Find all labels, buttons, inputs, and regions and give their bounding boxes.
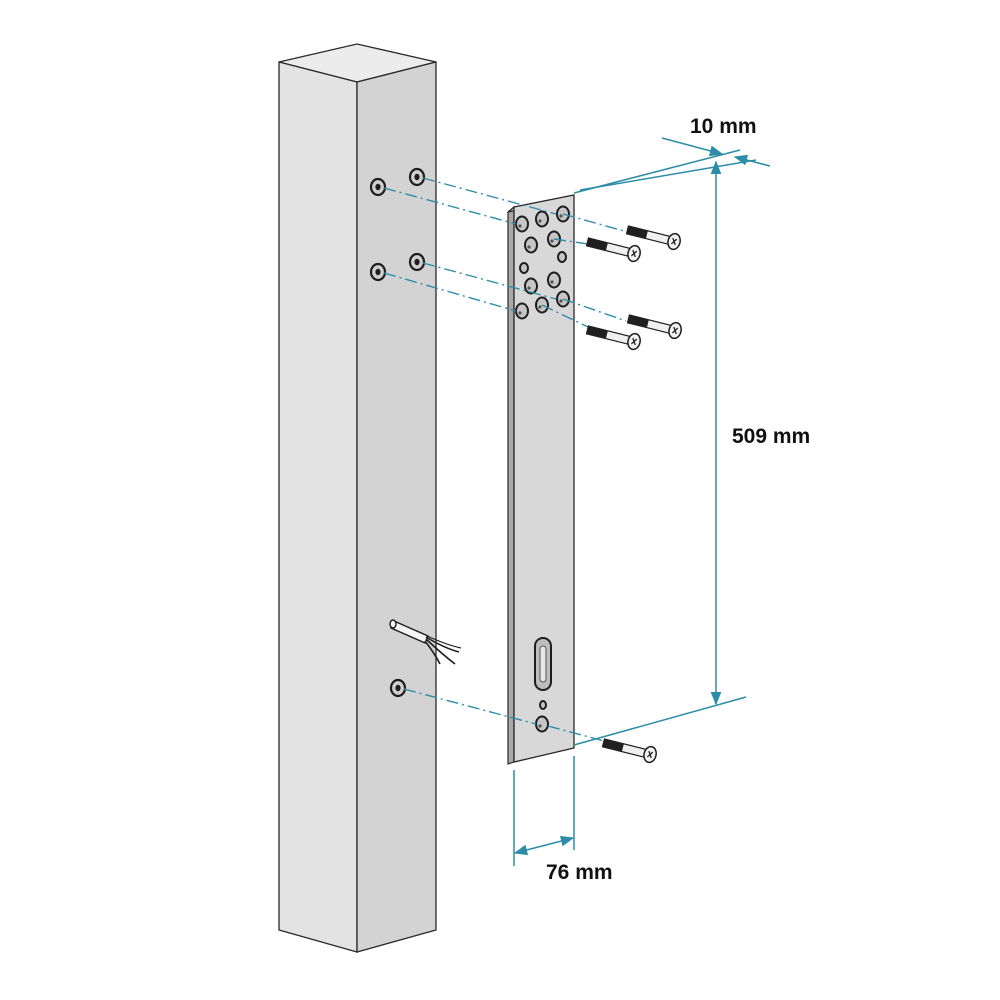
dimension-lines	[513, 137, 771, 866]
post-hole	[408, 252, 426, 272]
post-hole	[408, 167, 426, 187]
mounting-plate	[507, 194, 575, 765]
post-hole	[369, 262, 387, 282]
thickness-extension	[579, 159, 757, 191]
thickness-dimension-arrow-a	[661, 137, 724, 157]
screw-icon	[585, 237, 641, 263]
wall-anchor-icon	[389, 619, 462, 665]
plate-hole-centers	[518, 214, 563, 728]
screw-icon	[625, 225, 681, 251]
width-label: 76 mm	[546, 861, 613, 884]
screw-icon	[626, 314, 682, 340]
plate-side-edge	[507, 205, 515, 765]
height-extension-bottom	[573, 696, 747, 746]
post-holes	[369, 167, 426, 698]
thickness-label: 10 mm	[690, 115, 757, 138]
post-right-face	[356, 61, 437, 953]
screws	[585, 225, 682, 764]
width-dimension-arrow	[513, 835, 575, 856]
post-hole	[369, 177, 387, 197]
post-left-face	[278, 61, 358, 953]
screw-icon	[601, 738, 657, 764]
square-post	[278, 43, 437, 953]
screw-icon	[585, 325, 641, 351]
post-hole	[389, 678, 407, 698]
plate-front-face	[513, 194, 575, 763]
alignment-lines	[383, 177, 627, 742]
height-label: 509 mm	[732, 425, 810, 448]
thickness-dimension-arrow-b	[733, 154, 771, 167]
plate-slot	[534, 637, 552, 691]
